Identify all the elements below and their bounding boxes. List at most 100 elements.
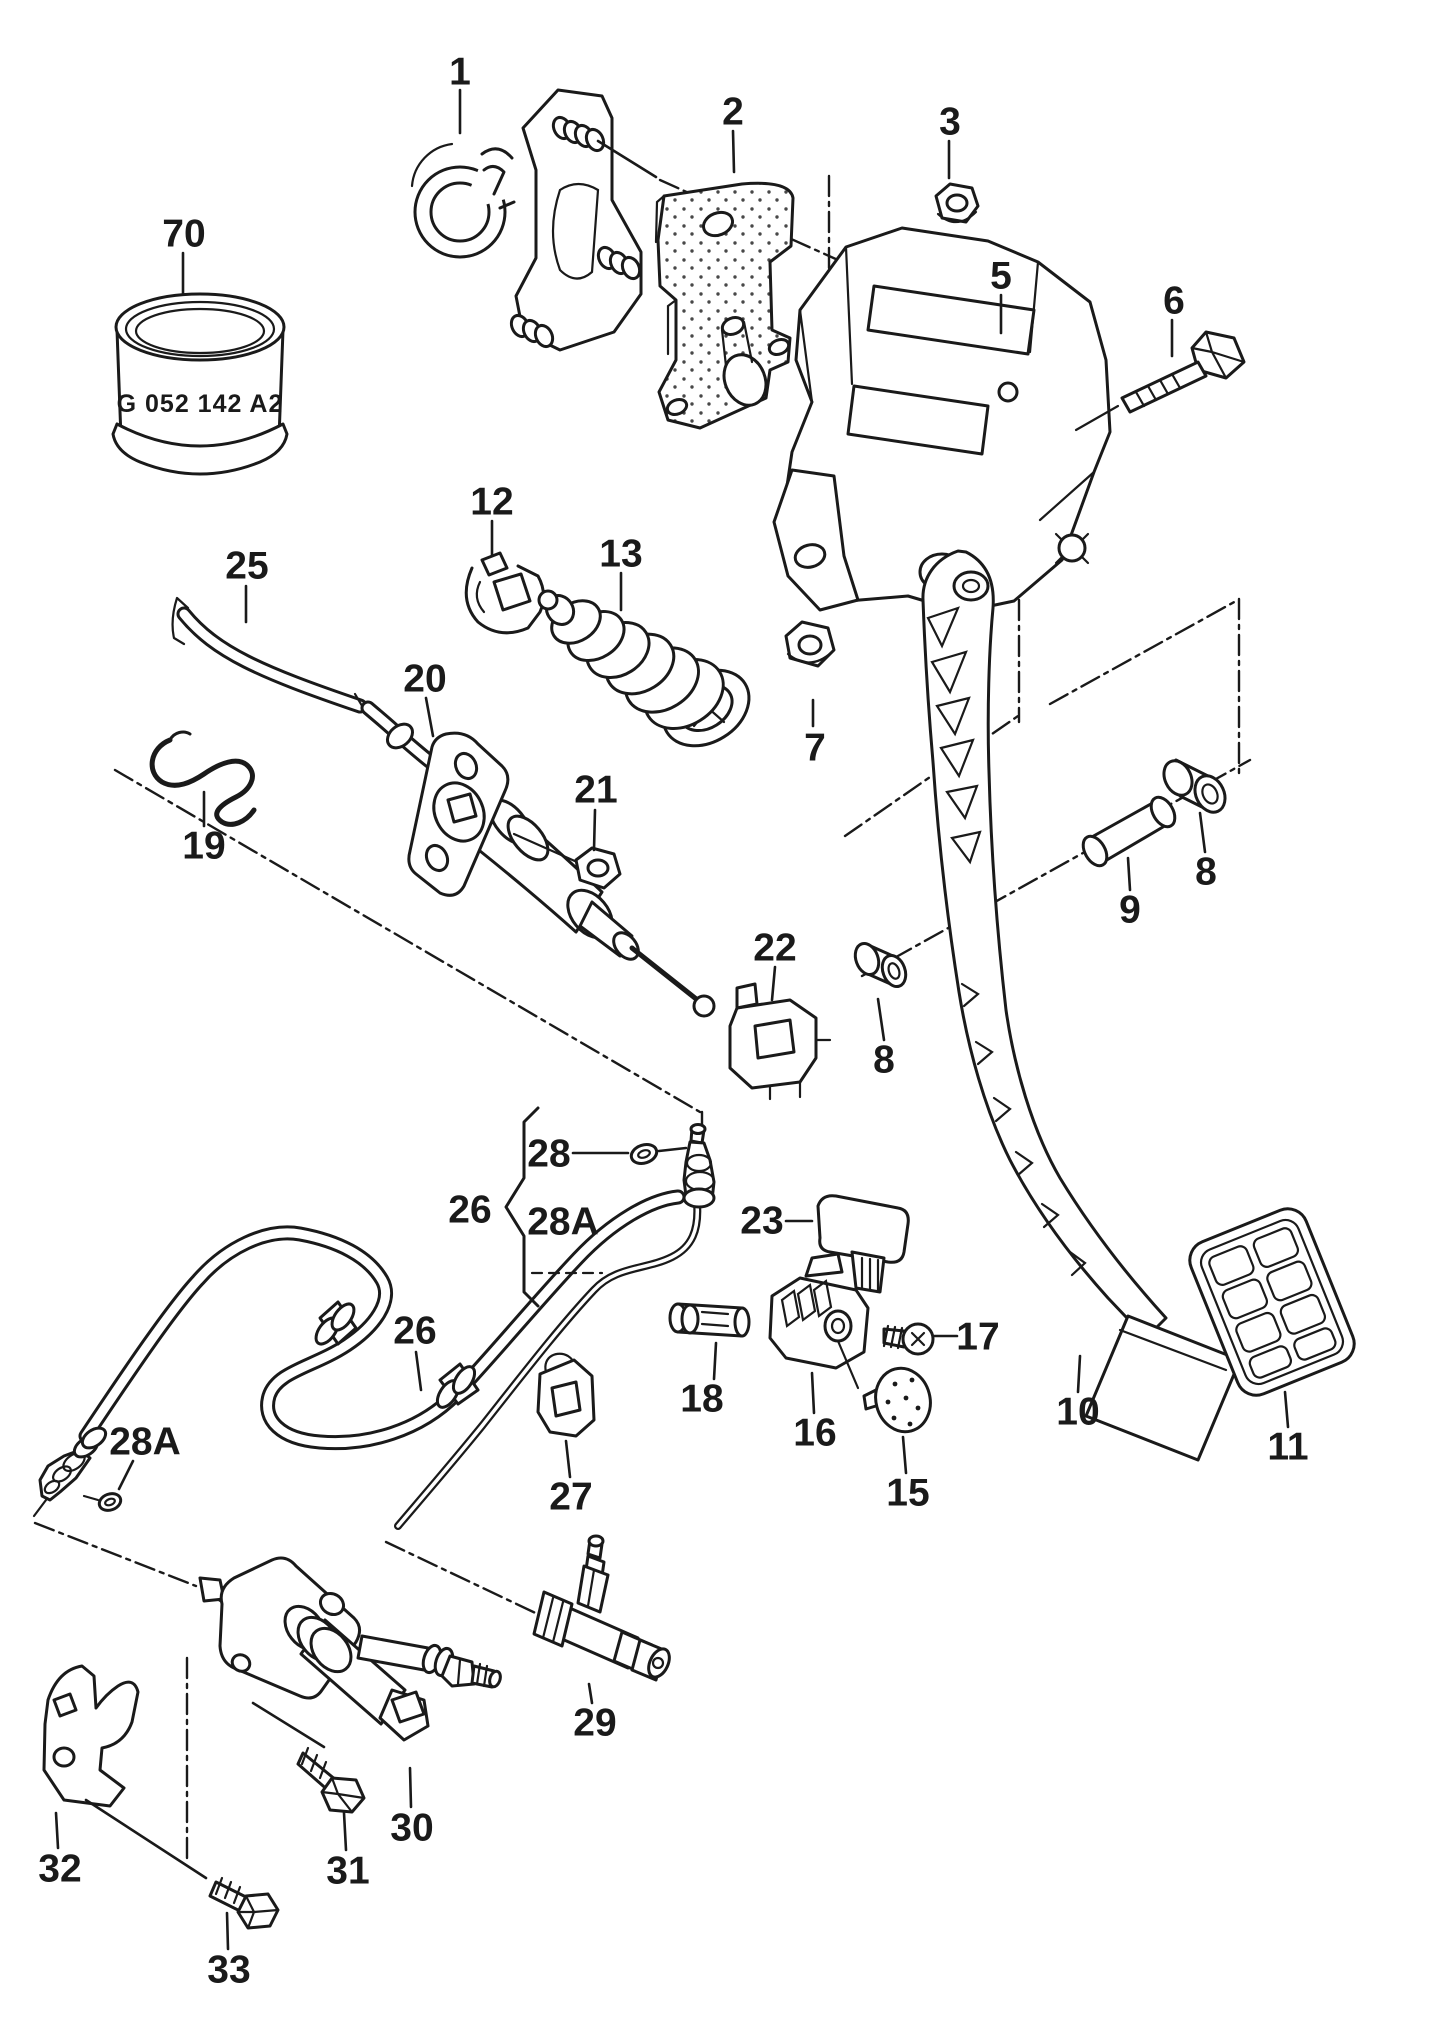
part-22-retaining-clip-shape (753, 1018, 796, 1060)
part-27-pipe-clip-shape (550, 1380, 582, 1418)
part-15-plug-cap-shape (915, 1405, 921, 1411)
part-20-clutch-master-cylinder-shape (692, 994, 716, 1018)
callout-label-22: 22 (753, 927, 796, 970)
part-10-clutch-pedal-shape (992, 1096, 1012, 1123)
leader-lines-shape (225, 1911, 230, 1951)
callout-label-21: 21 (574, 769, 617, 812)
callout-label-15: 15 (886, 1472, 929, 1515)
part-2-gasket-shape (665, 398, 689, 416)
label-group-brace-shape (504, 1106, 540, 1308)
part-31-screw-shape (320, 1776, 366, 1814)
part-23-cover-cap-shape (816, 1194, 910, 1264)
part-21-hex-nut-shape (586, 858, 610, 878)
callout-label-17: 17 (956, 1316, 999, 1359)
part-16-switch-bracket-shape (804, 1252, 844, 1278)
callout-label-19: 19 (182, 825, 225, 868)
part-22-retaining-clip (728, 982, 832, 1101)
callout-label-27: 27 (549, 1476, 592, 1519)
seal-ring-28a (82, 1492, 123, 1512)
fitting-28-union (682, 1123, 716, 1209)
part-5-pedal-bracket-shape (1057, 533, 1087, 563)
part-13-over-centre-spring (537, 589, 751, 748)
fitting-28a-union-shape (80, 1426, 108, 1450)
part-21-hex-nut (512, 832, 622, 890)
part-9-pivot-pin (1081, 795, 1177, 868)
leader-lines-shape (117, 1459, 135, 1491)
leader-lines-shape (901, 1435, 908, 1475)
part-1-retaining-clamp-shape (410, 142, 454, 188)
part-5-pedal-bracket-shape (1054, 532, 1090, 565)
part-30-clutch-slave-cylinder-shape (456, 1658, 462, 1686)
part-10-clutch-pedal-shape (1014, 1150, 1034, 1177)
part-70-hydraulic-fluid-container-shape (111, 422, 289, 476)
callout-label-23: 23 (740, 1200, 783, 1243)
part-12-retaining-clip-shape (480, 551, 509, 577)
part-15-plug-cap-shape (903, 1395, 909, 1401)
part-15-plug-cap-shape (885, 1399, 891, 1405)
part-70-hydraulic-fluid-container-shape (134, 307, 266, 355)
part-7-hex-nut (784, 620, 836, 668)
part-23-cover-cap-shape (860, 1256, 880, 1293)
part-15-plug-cap-shape (909, 1377, 915, 1383)
part-2-gasket-shape (654, 194, 666, 244)
leader-lines-shape (876, 997, 886, 1042)
part-19-spring-clip (149, 730, 257, 827)
part-20-clutch-master-cylinder-shape (446, 792, 478, 824)
part-2-gasket-shape (722, 353, 768, 407)
part-8-bushing-right (1162, 758, 1227, 814)
part-6-hex-bolt (1074, 330, 1246, 432)
part-11-pedal-pad-shape (1252, 1227, 1300, 1268)
leader-lines-shape (1198, 811, 1207, 854)
part-29-bleeder-valve (532, 1534, 671, 1682)
part-8-bushing-left (853, 942, 908, 988)
callout-label-70: 70 (162, 213, 205, 256)
callout-label-28: 28 (527, 1133, 570, 1176)
construction-lines-shape (113, 768, 702, 1114)
part-5-pedal-bracket-shape (997, 381, 1019, 403)
part-30-clutch-slave-cylinder-shape (230, 1653, 252, 1673)
callout-label-8-16: 8 (1195, 851, 1217, 894)
callout-label-9: 9 (1119, 889, 1141, 932)
part-1-retaining-clamp-shape (482, 165, 506, 196)
part-5-pedal-bracket (772, 226, 1112, 614)
callout-label-18: 18 (680, 1378, 723, 1421)
part-1-retaining-clamp-shape (498, 200, 516, 210)
fitting-28-union-shape (689, 1123, 707, 1135)
part-70-hydraulic-fluid-container-shape (124, 300, 276, 358)
part-6-hex-bolt-shape (1190, 330, 1246, 380)
callout-label-31: 31 (326, 1850, 369, 1893)
part-17-screw (882, 1322, 935, 1356)
construction-lines-shape (384, 1540, 548, 1620)
part-19-spring-clip-shape (149, 737, 257, 827)
part-32-support-bracket (42, 1664, 140, 1808)
fitting-28a-union-shape (52, 1465, 72, 1483)
part-16-switch-bracket-shape (836, 1339, 860, 1390)
part-31-screw (296, 1746, 366, 1814)
callout-label-5: 5 (990, 255, 1012, 298)
callout-label-1: 1 (449, 51, 471, 94)
part-29-bleeder-valve-shape (586, 1568, 596, 1608)
part-5-pedal-bracket-shape (798, 245, 1096, 522)
part-1-retaining-clamp-shape (460, 152, 516, 212)
part-21-hex-nut-shape (512, 832, 579, 864)
part-20-clutch-master-cylinder-shape (629, 945, 703, 1005)
callout-label-33: 33 (207, 1949, 250, 1992)
part-26-hydraulic-hose-assembly-shape (81, 1192, 683, 1448)
construction-lines-shape (1048, 599, 1238, 706)
seal-ring-28a-shape (82, 1494, 100, 1502)
part-5-pedal-bracket-shape (846, 384, 990, 456)
part-30-clutch-slave-cylinder-shape (488, 1669, 502, 1689)
callout-label-26-20: 26 (448, 1189, 491, 1232)
part-12-retaining-clip-shape (492, 572, 532, 612)
part-33-hex-bolt-shape (236, 1894, 280, 1930)
part-8-bushing-right-shape (1193, 774, 1227, 814)
part-22-retaining-clip-shape (735, 982, 759, 1010)
leader-lines-shape (342, 1811, 348, 1852)
part-20-clutch-master-cylinder-shape (385, 722, 415, 750)
part-10-clutch-pedal-shape (926, 606, 960, 649)
callout-label-20: 20 (403, 658, 446, 701)
part-1-retaining-clamp (410, 142, 516, 259)
part-31-screw-shape (300, 1746, 328, 1780)
part-2-gasket-shape (701, 210, 735, 238)
part-11-pedal-pad-shape (1221, 1278, 1269, 1320)
